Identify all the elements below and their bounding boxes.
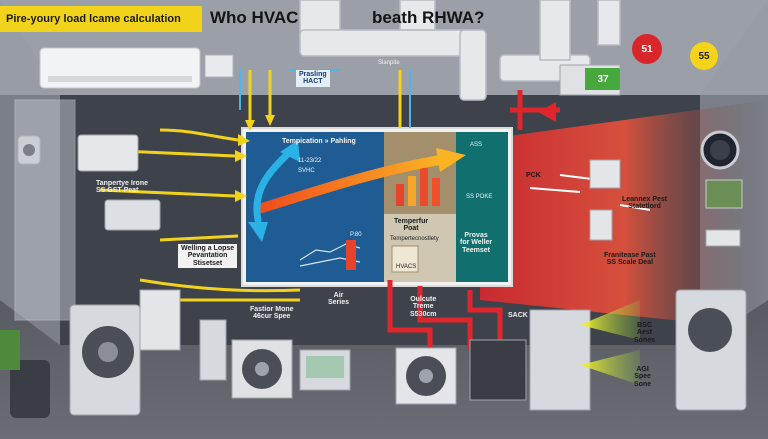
franitease-label: Franitease Past SS Scale Deal	[604, 252, 656, 267]
tanperty-label: Tanpertye Irone SS GST Peat	[96, 180, 148, 195]
badge-red: 51	[632, 34, 662, 64]
panel-legend-1: 11-23/22	[298, 158, 322, 164]
panel-bar-label: P.80	[350, 232, 362, 238]
panel-legend-2: SVHC	[298, 168, 315, 174]
heat-zone	[480, 100, 768, 330]
trash-bin	[10, 360, 50, 418]
hvac-label: HVACS	[396, 264, 417, 270]
sack-label: SACK	[508, 312, 528, 319]
welling-label: Welling a Lopse Pevantation Stisetset	[178, 244, 238, 269]
thermostat-icon	[700, 130, 740, 170]
banner: Pire-youry load lcame calculation	[0, 6, 202, 32]
red-supply-lines	[387, 90, 560, 360]
panel-sub-1: ASS	[470, 142, 483, 148]
air-series-label: Air Series	[328, 292, 350, 307]
oulcute-label: Oulcute Treme S530cm	[410, 296, 437, 318]
temperature-label: Temperfur Poat	[394, 218, 429, 233]
panel-title: Tempication » Pahling	[282, 138, 356, 145]
leannex-label: Leannex Pest Statetlord	[622, 196, 668, 211]
bsc-label: BSC Aest Sones	[634, 322, 656, 344]
agi-label: AGI Spee Sone	[634, 366, 652, 388]
badge-green: 37	[586, 68, 620, 90]
air-conditioner-icon	[39, 47, 234, 89]
temp-small-label: Tempertecnostlety	[390, 236, 439, 242]
airflow-arrowheads	[235, 115, 275, 202]
pipe-tag-label: Prasling HACT	[296, 70, 330, 87]
headline-left: Who HVAC	[210, 8, 299, 27]
pck-label: PCK	[526, 172, 541, 179]
badge-yellow: 55	[690, 42, 718, 70]
fan-icon	[231, 339, 293, 399]
panel-sub-2: SS POKE	[466, 194, 493, 200]
provas-label: Provas for Weller Teemset	[460, 232, 493, 254]
fan-icon	[395, 347, 457, 405]
headline-right: beath RHWA?	[372, 8, 485, 27]
fastior-label: Fastior Mone 46cur Spee	[250, 306, 294, 321]
banner-text: Pire-youry load lcame calculation	[6, 13, 181, 25]
warm-flow-arrow	[257, 155, 445, 213]
outdoor-condenser-icon	[69, 304, 141, 416]
slanpite-label: Slanpite	[378, 60, 400, 66]
cool-flow-arrow	[253, 146, 296, 224]
info-panel	[241, 127, 513, 287]
